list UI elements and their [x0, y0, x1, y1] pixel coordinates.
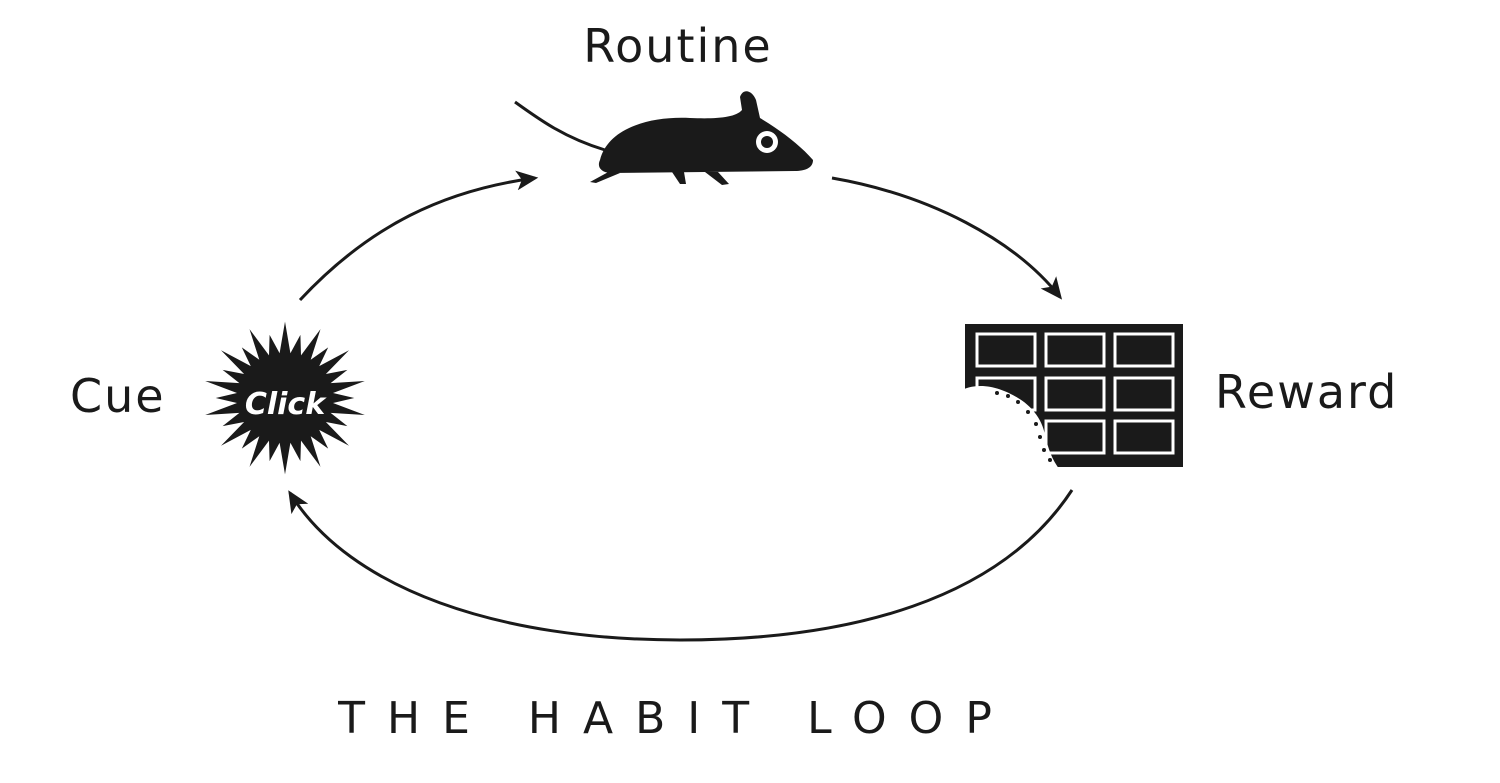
arrow-routine-to-reward — [831, 176, 1063, 300]
click-burst-icon: Click — [205, 321, 365, 475]
diagram-title: THE HABIT LOOP — [337, 693, 1014, 744]
reward-label: Reward — [1215, 365, 1398, 419]
burst-shape — [205, 321, 365, 475]
chocolate-bar-icon — [958, 324, 1183, 472]
arrow-reward-to-cue — [288, 489, 1074, 642]
mouse-icon — [514, 91, 813, 185]
routine-label: Routine — [583, 19, 772, 73]
cue-label: Cue — [70, 369, 166, 423]
click-burst-text: Click — [245, 387, 327, 422]
arrow-cue-to-routine — [298, 170, 539, 302]
